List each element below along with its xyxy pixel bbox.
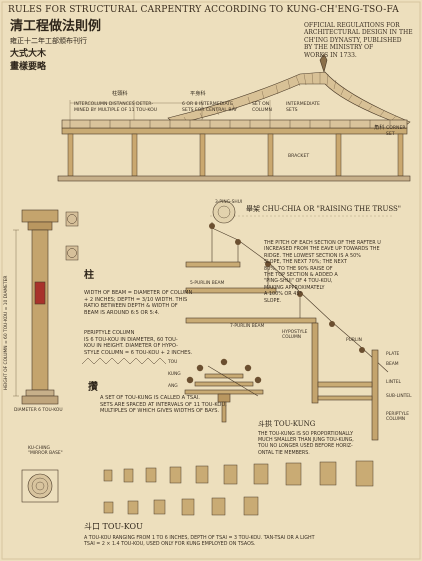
tsai-cn: 攢 [88, 382, 98, 393]
column-height-label: HEIGHT OF COLUMN = 60 TOU-KOU = 10 DIAME… [4, 275, 9, 390]
sub-lintel-label: SUB-LINTEL [386, 394, 412, 399]
hall-elevation [57, 53, 411, 182]
seven-purlin-beam [185, 317, 317, 324]
hypostyle-label: HYPOSTYLE COLUMN [282, 330, 308, 341]
toukung-text: THE TOU-KUNG IS SO PROPORTIONALLY MUCH S… [258, 432, 354, 456]
three-purlin-beam [185, 261, 241, 268]
roof-tiles [183, 72, 397, 123]
periptyle-column [371, 349, 379, 441]
toukung-heading: 斗拱 TOU-KUNG [258, 420, 315, 428]
truss-section [185, 200, 392, 441]
elevation-columns [67, 133, 404, 177]
chinese-subtitle-1: 雍正十二年工部頒布刊行 [10, 37, 87, 45]
purlin7-label: 7-PURLIN BEAM [230, 324, 265, 329]
column-capital-block [21, 209, 59, 223]
elevation-label-cn-top: 柱頭科 [112, 91, 128, 97]
toukou-heading: 斗口 TOU-KOU [84, 522, 143, 531]
toukou-sizes [103, 460, 374, 516]
column-base [21, 395, 59, 405]
toukou-heading-en: TOU-KOU [102, 522, 143, 531]
truss-heading-cn: 舉架 [246, 205, 260, 213]
column-red-band [34, 281, 46, 305]
mirror-base-label: KU-CHING "MIRROR BASE" [28, 446, 63, 457]
base-plan-square [21, 469, 59, 503]
base-plan-circle [27, 473, 53, 499]
roof-silhouette [167, 71, 411, 127]
main-title: RULES FOR STRUCTURAL CARPENTRY ACCORDING… [8, 5, 399, 15]
purlin5-label: 5-PURLIN BEAM [190, 281, 225, 286]
elevation-label-cn-corner: 角科 [374, 125, 385, 131]
column-base-top [25, 389, 55, 397]
purlin-label: PURLIN [346, 338, 362, 343]
tou-label: TOU [168, 360, 178, 365]
chinese-title: 清工程做法則例 [10, 19, 102, 34]
column-shaft [31, 229, 49, 391]
five-purlin-beam [185, 287, 277, 294]
official-regulations-note: OFFICIAL REGULATIONS FOR ARCHITECTURAL D… [304, 22, 413, 59]
kung-label: KUNG [168, 372, 181, 377]
chinese-subtitle-2: 大式大木 [10, 49, 47, 59]
periptyle-label: PERIPTYLE COLUMN [386, 412, 409, 423]
toukung-heading-cn: 斗拱 [258, 420, 272, 428]
purlin-nodes [209, 223, 365, 353]
column-beam-text: WIDTH OF BEAM = DIAMETER OF COLUMN + 2 I… [84, 290, 193, 316]
toukung-heading-en: TOU-KUNG [274, 420, 316, 428]
bracket-sets [69, 120, 391, 128]
corner-set-label: CORNER SET [386, 126, 406, 137]
toukou-text: A TOU-KOU RANGING FROM 1 TO 6 INCHES, DE… [84, 536, 315, 548]
beam-section-icons [65, 211, 79, 261]
column-capital [27, 221, 53, 231]
periptyle-text: PERIPTYLE COLUMN IS 6 TOU-KOU IN DIAMETE… [84, 330, 193, 356]
ridge-ornament [319, 53, 328, 74]
bracket-detail [184, 358, 264, 423]
ang-label: ANG [168, 384, 178, 389]
eave-beam [61, 127, 408, 135]
lintel-label: LINTEL [386, 380, 401, 385]
platform [57, 175, 411, 182]
intercolumn-label: INTERCOLUMN DISTANCES DETER- MINED BY MU… [74, 102, 158, 113]
toukou-heading-cn: 斗口 [84, 522, 100, 531]
sub-lintel [317, 395, 373, 401]
dimension-lines [69, 100, 271, 120]
ridge-label: 3-PING-SHUI [215, 200, 243, 205]
truss-text: THE PITCH OF EACH SECTION OF THE RAFTER … [264, 240, 381, 304]
tsai-text: A SET OF TOU-KUNG IS CALLED A TSAI. SETS… [100, 395, 227, 415]
set-on-column-label: SET ON COLUMN [252, 102, 272, 113]
elevation-label-cn-mid: 平身科 [190, 91, 206, 97]
ridge-detail-circle [212, 200, 236, 224]
plate-label: PLATE [386, 352, 400, 357]
intermediate-sets-central-label: 6 OR 8 INTERMEDIATE SETS FOR CENTRAL BAY [182, 102, 238, 113]
lintel [317, 381, 373, 388]
column-diameter-label: DIAMETER 6 TOU-KOU [14, 408, 63, 413]
column-elevation [13, 209, 59, 503]
bracket-label: BRACKET [288, 154, 310, 159]
hypostyle-column [311, 322, 319, 404]
bracket-tou-blocks [186, 358, 262, 384]
truss-heading-en: CHU-CHIA OR "RAISING THE TRUSS" [262, 205, 402, 213]
column-text-cn: 柱 [84, 270, 94, 281]
chinese-subtitle-3: 畫樣要略 [10, 62, 47, 72]
truss-heading: 舉架 CHU-CHIA OR "RAISING THE TRUSS" [246, 205, 401, 213]
intercolumn-profile [81, 357, 167, 365]
intermediate-sets-label: INTERMEDIATE SETS [286, 102, 320, 113]
bracket-band [61, 119, 408, 129]
beam-label: BEAM [386, 362, 399, 367]
